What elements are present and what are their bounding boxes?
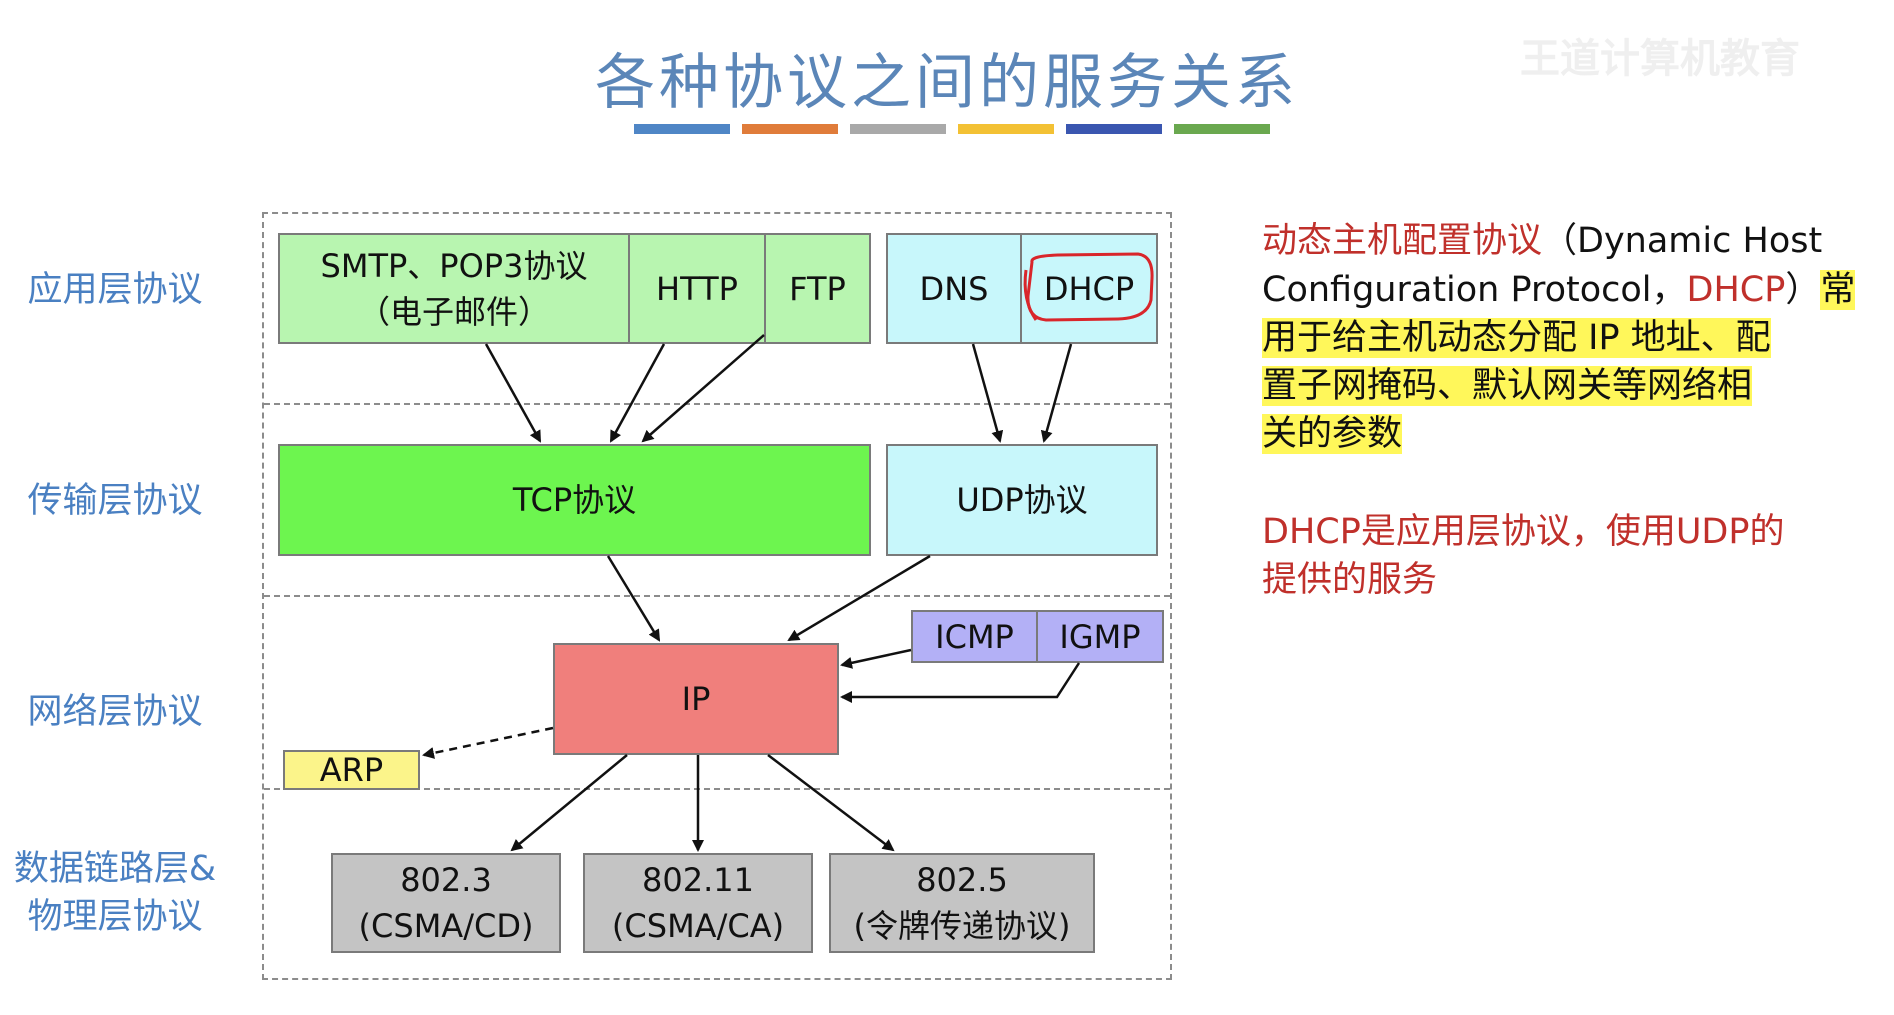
arrow-udp-to-ip <box>787 554 931 642</box>
email-label: （电子邮件） <box>357 292 550 331</box>
ieee-802-3-box: 802.3 (CSMA/CD) <box>331 853 561 953</box>
note-para2-line-1: DHCP是应用层协议，使用UDP的 <box>1262 512 1785 552</box>
layer-label-network: 网络层协议 <box>27 692 203 732</box>
layer-divider-3 <box>264 788 1170 790</box>
application-protocol-group: SMTP、POP3协议 （电子邮件） HTTP FTP <box>278 233 871 344</box>
note-line-3: 用于给主机动态分配 IP 地址、配 <box>1262 314 1771 362</box>
title-stripe-1 <box>634 124 730 134</box>
note-para2-line-2: 提供的服务 <box>1262 560 1438 600</box>
arrow-ip-to-802-5 <box>767 754 895 852</box>
dhcp-fullname-en-part1: （Dynamic Host <box>1542 221 1823 261</box>
title-stripe-6 <box>1174 124 1270 134</box>
note-line-2: Configuration Protocol，DHCP）常 <box>1262 266 1856 314</box>
arrow-ip-to-arp <box>422 726 554 759</box>
udp-label: UDP协议 <box>956 481 1088 519</box>
arp-label: ARP <box>319 751 384 789</box>
arrow-ftp-to-tcp <box>641 334 765 443</box>
udp-box: UDP协议 <box>886 444 1158 556</box>
ftp-box: FTP <box>766 235 869 342</box>
http-box: HTTP <box>630 235 766 342</box>
arp-box: ARP <box>283 750 420 790</box>
icmp-label: ICMP <box>935 617 1014 656</box>
ieee-802-3-label: 802.3 <box>400 861 492 899</box>
igmp-label: IGMP <box>1059 617 1141 656</box>
note-paren-close: ） <box>1785 270 1821 310</box>
title-stripe-3 <box>850 124 946 134</box>
layer-divider-2 <box>264 595 1170 597</box>
csma-cd-label: (CSMA/CD) <box>358 907 534 945</box>
http-label: HTTP <box>656 269 738 308</box>
arrow-dhcp-to-udp <box>1040 343 1073 443</box>
dhcp-abbr: DHCP <box>1686 270 1786 310</box>
arrow-tcp-to-ip <box>606 555 661 642</box>
dhcp-box: DHCP <box>1022 235 1156 342</box>
arrow-http-to-tcp <box>609 343 666 443</box>
ip-box: IP <box>553 643 839 755</box>
watermark: 王道计算机教育 <box>1520 36 1800 82</box>
ieee-802-11-label: 802.11 <box>642 861 754 899</box>
dns-box: DNS <box>888 235 1022 342</box>
ftp-label: FTP <box>789 269 846 308</box>
udp-app-protocol-group: DNS DHCP <box>886 233 1158 344</box>
arrow-dns-to-udp <box>971 343 1004 443</box>
page-title: 各种协议之间的服务关系 <box>595 48 1299 118</box>
csma-ca-label: (CSMA/CA) <box>611 907 785 945</box>
layer-label-link-line2: 物理层协议 <box>27 897 203 937</box>
tcp-box: TCP协议 <box>278 444 871 556</box>
arrow-ip-to-802-3 <box>510 754 628 852</box>
note-function-line-3: 关的参数 <box>1262 414 1403 454</box>
ip-label: IP <box>681 680 711 718</box>
arrow-smtp-to-tcp <box>484 343 542 443</box>
diagram-frame <box>262 212 1172 980</box>
tcp-label: TCP协议 <box>512 481 637 519</box>
note-function-line-2: 置子网掩码、默认网关等网络相 <box>1262 366 1753 406</box>
note-line-5: 关的参数 <box>1262 410 1403 458</box>
icmp-box: ICMP <box>913 612 1038 661</box>
title-stripe-2 <box>742 124 838 134</box>
dhcp-fullname-en-part2: Configuration Protocol， <box>1262 270 1687 310</box>
title-stripe-5 <box>1066 124 1162 134</box>
arrow-igmp-to-ip <box>840 662 1081 703</box>
layer-label-application: 应用层协议 <box>27 270 203 310</box>
layer-label-transport: 传输层协议 <box>27 481 203 521</box>
note-function-line-1: 用于给主机动态分配 IP 地址、配 <box>1262 318 1771 358</box>
layer-label-link-line1: 数据链路层& <box>13 849 217 889</box>
arrow-icmp-to-ip <box>840 648 912 669</box>
dns-label: DNS <box>919 269 989 308</box>
token-passing-label: (令牌传递协议) <box>853 907 1071 945</box>
ieee-802-5-label: 802.5 <box>916 861 1008 899</box>
igmp-box: IGMP <box>1038 612 1162 661</box>
note-line-1: 动态主机配置协议（Dynamic Host <box>1262 217 1822 265</box>
icmp-igmp-group: ICMP IGMP <box>911 610 1164 663</box>
ieee-802-11-box: 802.11 (CSMA/CA) <box>583 853 813 953</box>
note-highlight-start: 常 <box>1820 270 1856 310</box>
note-line-4: 置子网掩码、默认网关等网络相 <box>1262 362 1753 410</box>
dhcp-highlight-circle <box>1023 252 1154 322</box>
smtp-pop3-box: SMTP、POP3协议 （电子邮件） <box>280 235 630 342</box>
title-stripe-4 <box>958 124 1054 134</box>
smtp-pop3-label: SMTP、POP3协议 <box>320 246 588 285</box>
dhcp-label: DHCP <box>1043 269 1135 308</box>
ieee-802-5-box: 802.5 (令牌传递协议) <box>829 853 1095 953</box>
layer-divider-1 <box>264 403 1170 405</box>
dhcp-fullname-zh: 动态主机配置协议 <box>1262 221 1543 261</box>
